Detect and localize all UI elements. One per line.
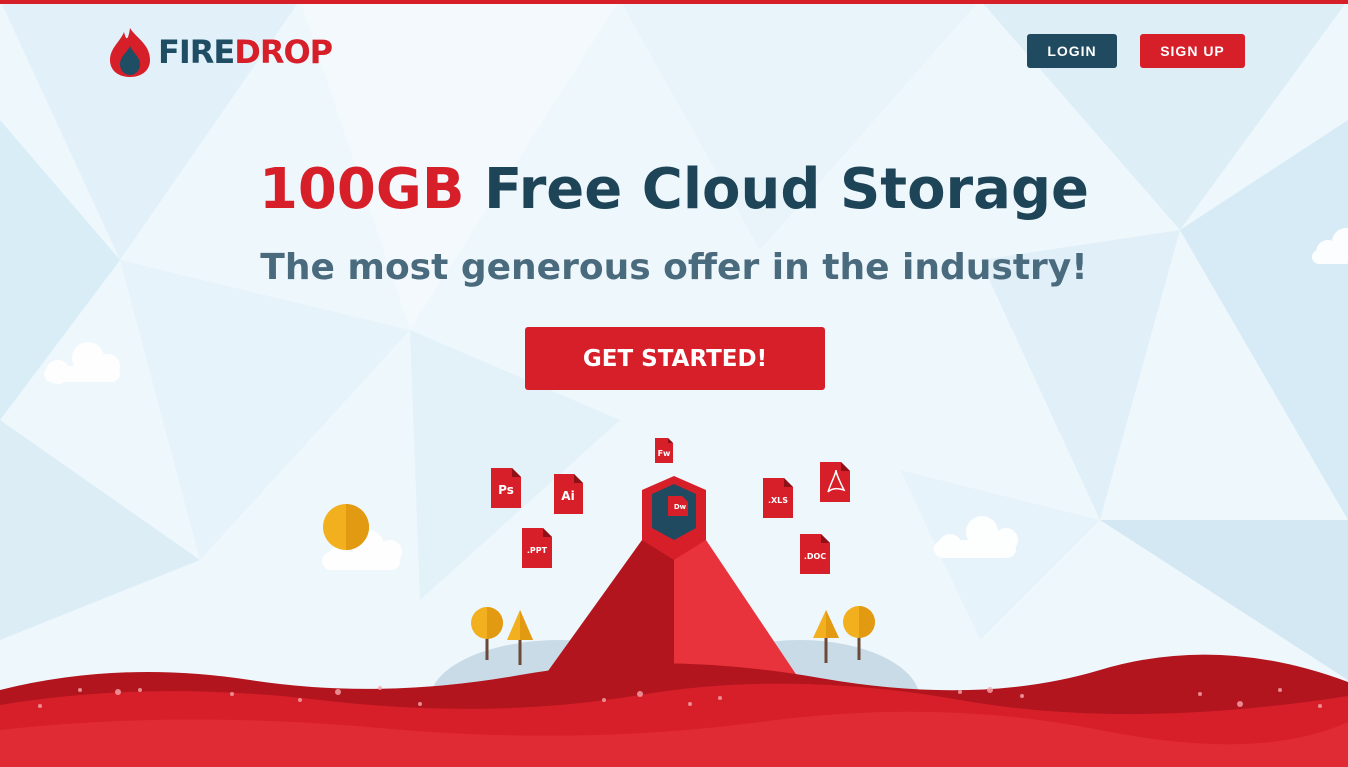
brand-name-part1: FIRE	[158, 33, 235, 71]
top-accent-bar	[0, 0, 1348, 4]
headline-highlight: 100GB	[258, 157, 465, 222]
hero-subheadline: The most generous offer in the industry!	[260, 247, 1088, 288]
flame-logo-icon	[110, 28, 150, 77]
brand-wordmark: FIREDROP	[158, 33, 333, 71]
headline-rest: Free Cloud Storage	[484, 157, 1090, 222]
login-button[interactable]: LOGIN	[1027, 34, 1117, 68]
signup-button[interactable]: SIGN UP	[1140, 34, 1245, 68]
brand-name-part2: DROP	[234, 33, 333, 71]
get-started-button[interactable]: GET STARTED!	[525, 327, 825, 390]
hero-headline: 100GB Free Cloud Storage	[0, 152, 1348, 228]
brand-logo[interactable]: FIREDROP	[106, 26, 333, 78]
